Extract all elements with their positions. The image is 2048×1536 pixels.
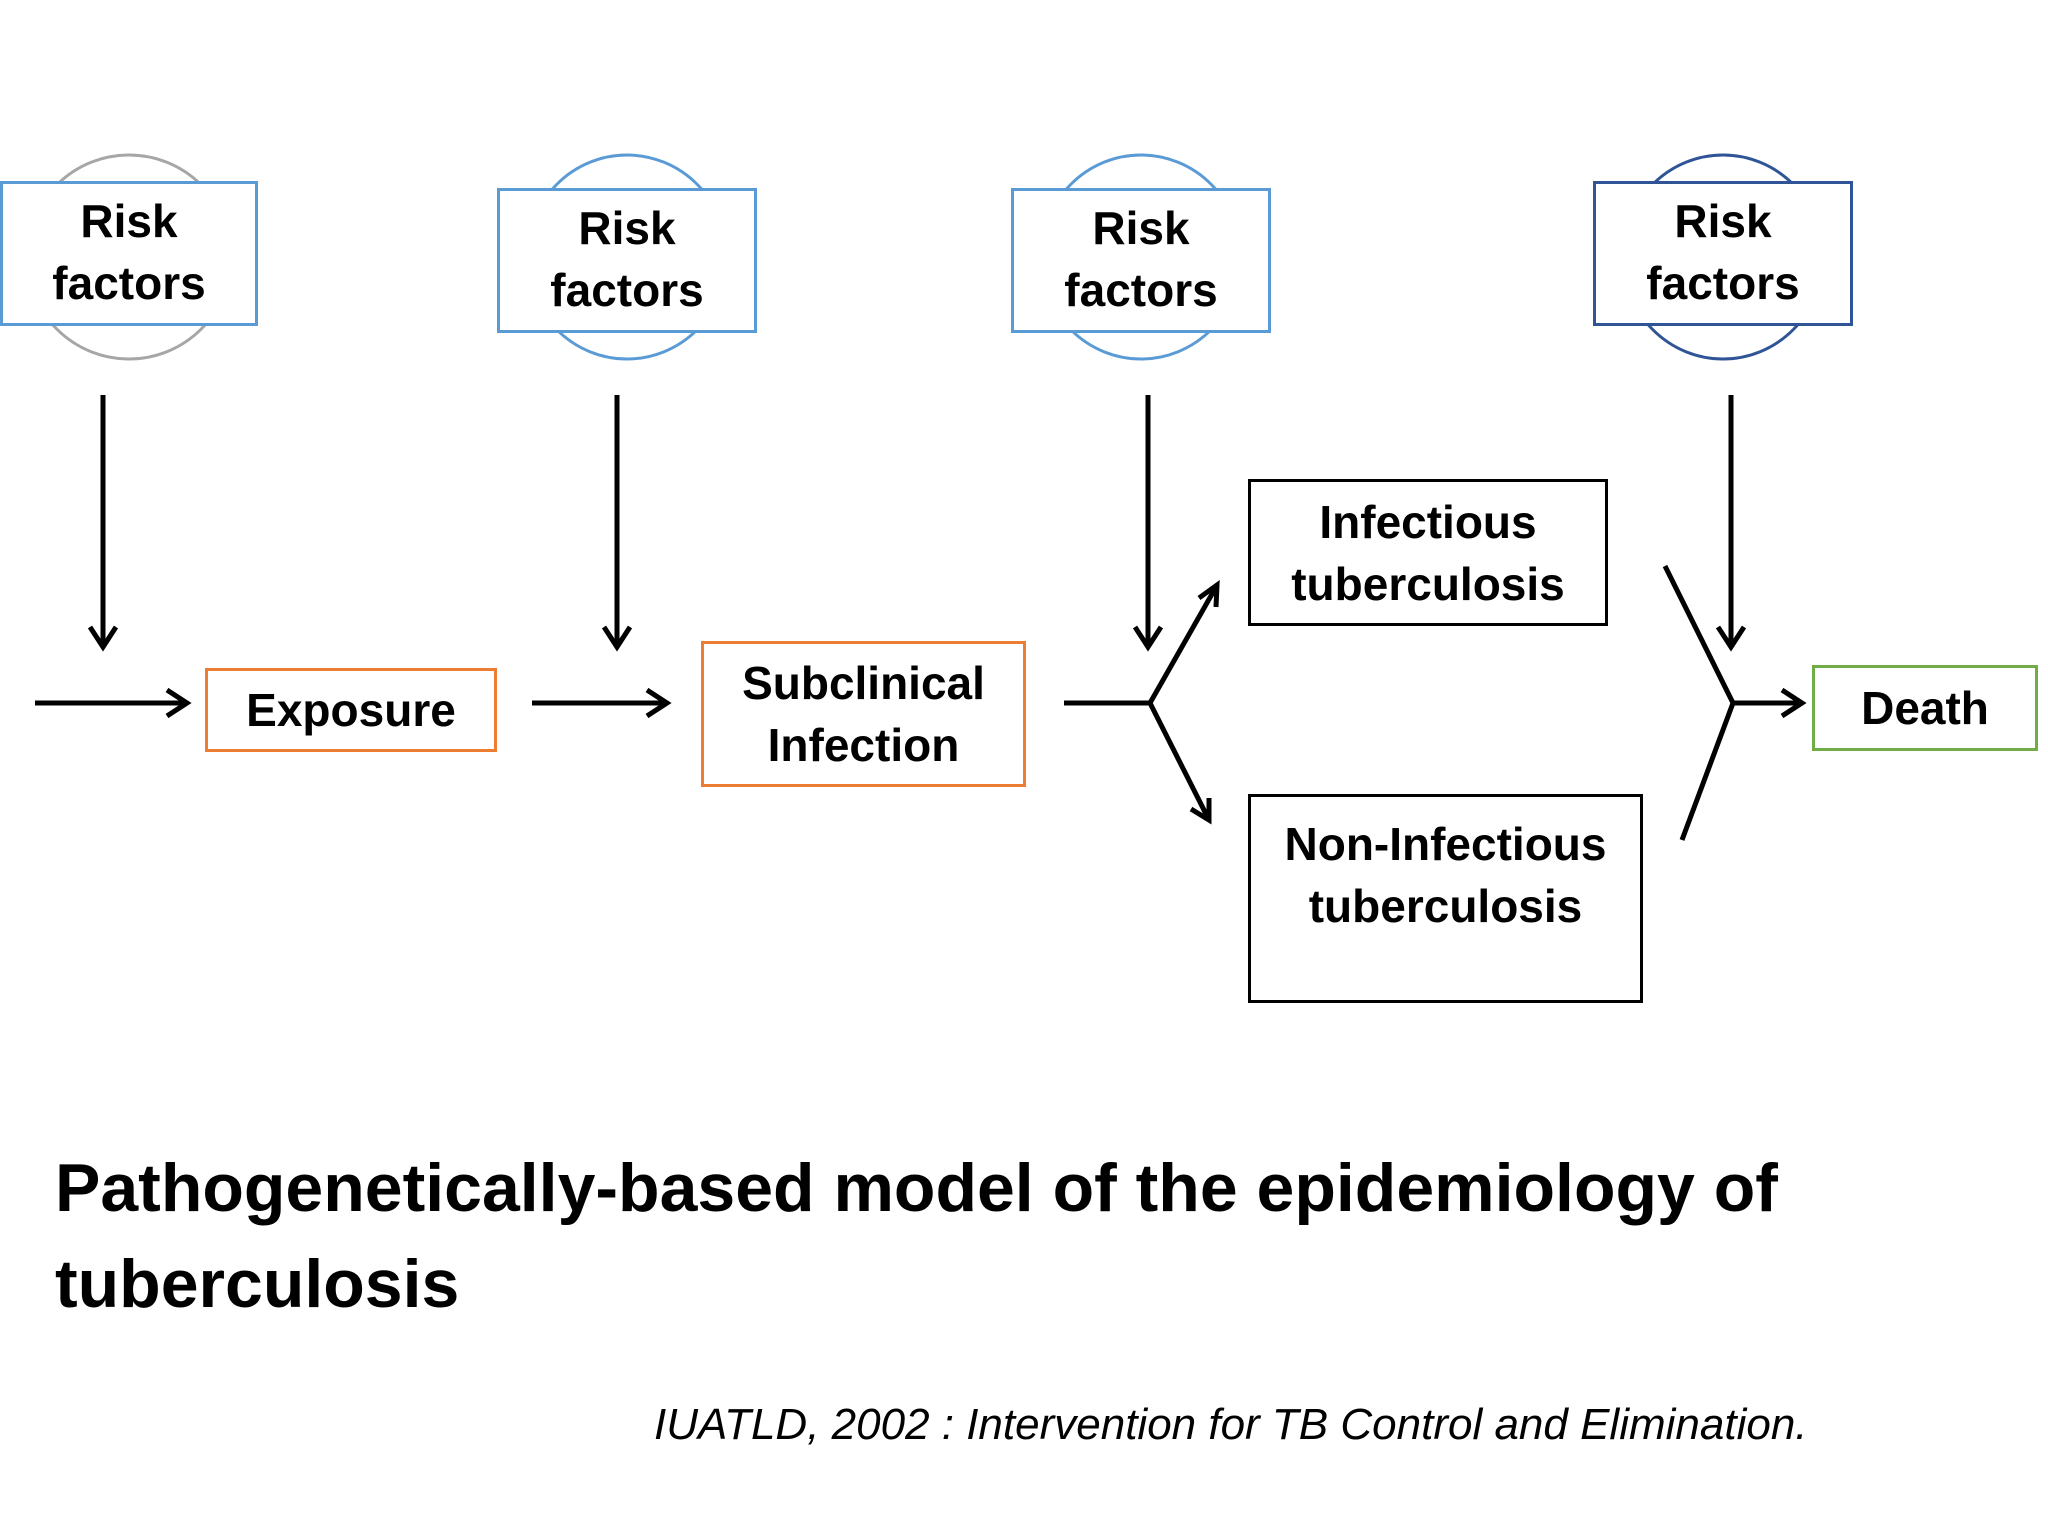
risk-arrow-1-head — [87, 625, 119, 652]
risk-factors-box-1: Risk factors — [0, 181, 258, 326]
infectious-tuberculosis-box: Infectious tuberculosis — [1248, 479, 1608, 626]
risk-factors-2-line1: Risk — [578, 201, 676, 254]
branch-down — [1147, 701, 1211, 820]
merge-arrow-head — [1780, 687, 1807, 719]
slide-title: Pathogenetically-based model of the epid… — [55, 1150, 1778, 1322]
risk-factors-4-line1: Risk — [1674, 194, 1772, 247]
death-label: Death — [1861, 682, 1989, 734]
subclinical-line1: Subclinical — [742, 657, 985, 709]
risk-factors-3-line1: Risk — [1092, 201, 1190, 254]
branch-up-head — [1197, 579, 1220, 608]
risk-factors-4-line2: factors — [1646, 256, 1800, 309]
risk-factors-box-3: Risk factors — [1011, 188, 1271, 333]
flow-arrow-start-head — [165, 687, 192, 719]
merge-down — [1679, 702, 1736, 841]
death-box: Death — [1812, 665, 2038, 751]
subclinical-line2: Infection — [767, 719, 960, 771]
exposure-box: Exposure — [205, 668, 497, 752]
risk-arrow-3-head — [1132, 625, 1164, 652]
exposure-label: Exposure — [246, 684, 456, 736]
non-infectious-line1: Non-Infectious — [1284, 818, 1607, 870]
risk-arrow-4-head — [1715, 625, 1747, 652]
risk-factors-2-line2: factors — [550, 263, 704, 316]
risk-factors-box-2: Risk factors — [497, 188, 757, 333]
infectious-line2: tuberculosis — [1291, 557, 1565, 610]
citation: IUATLD, 2002 : Intervention for TB Contr… — [654, 1400, 1808, 1449]
merge-up — [1662, 564, 1736, 705]
infectious-line1: Infectious — [1319, 495, 1537, 548]
flow-arrow-exposure-head — [645, 687, 672, 719]
risk-factors-box-4: Risk factors — [1593, 181, 1853, 326]
branch-up — [1147, 585, 1219, 705]
risk-factors-1-line1: Risk — [80, 194, 178, 247]
subclinical-infection-box: Subclinical Infection — [701, 641, 1026, 787]
non-infectious-tuberculosis-box: Non-Infectious tuberculosis — [1248, 794, 1643, 1003]
risk-arrow-2-head — [601, 625, 633, 652]
risk-factors-1-line2: factors — [52, 256, 206, 309]
branch-down-head — [1189, 798, 1212, 825]
non-infectious-line2: tuberculosis — [1308, 880, 1583, 932]
risk-factors-3-line2: factors — [1064, 263, 1218, 316]
